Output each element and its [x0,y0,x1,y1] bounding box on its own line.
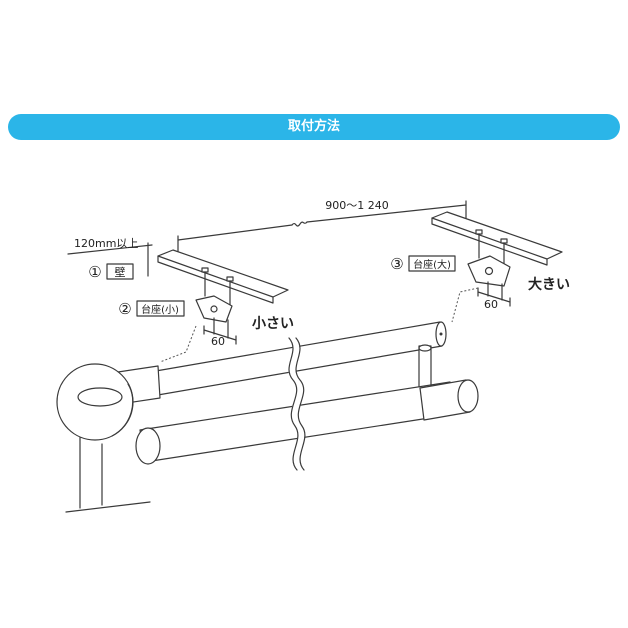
guide-line-right [451,287,479,323]
rod-break-mark [288,335,306,473]
label-small-base: ② 台座(小) [118,300,185,318]
label-small-base-text: 台座(小) [141,303,179,316]
large-base-bracket [431,211,563,307]
lower-rod [135,379,479,465]
label-small-base-number: ② [118,300,131,318]
clearance-label: 120mm以上 [74,237,138,250]
small-bracket-width: 60 [211,335,225,348]
section-title: 取付方法 [287,119,340,134]
large-bracket-width: 60 [484,298,498,311]
section-header: 取付方法 [8,114,620,140]
label-wall-number: ① [88,263,101,281]
small-base-bracket [157,249,289,345]
span-dimension: 900～1 240 [177,199,467,259]
label-wall-text: 壁 [115,265,126,279]
wall-support [56,363,161,513]
label-large-base: ③ 台座(大) [390,255,456,273]
label-large-base-text: 台座(大) [413,258,451,271]
small-note: 小さい [252,316,294,332]
clearance-dimension: 120mm以上 [67,237,153,277]
rod-hanger [418,344,432,391]
guide-line-left [159,325,197,363]
large-note: 大きい [528,276,570,293]
span-dimension-label: 900～1 240 [325,199,389,212]
label-large-base-number: ③ [390,255,403,273]
label-wall: ① 壁 [88,263,134,281]
